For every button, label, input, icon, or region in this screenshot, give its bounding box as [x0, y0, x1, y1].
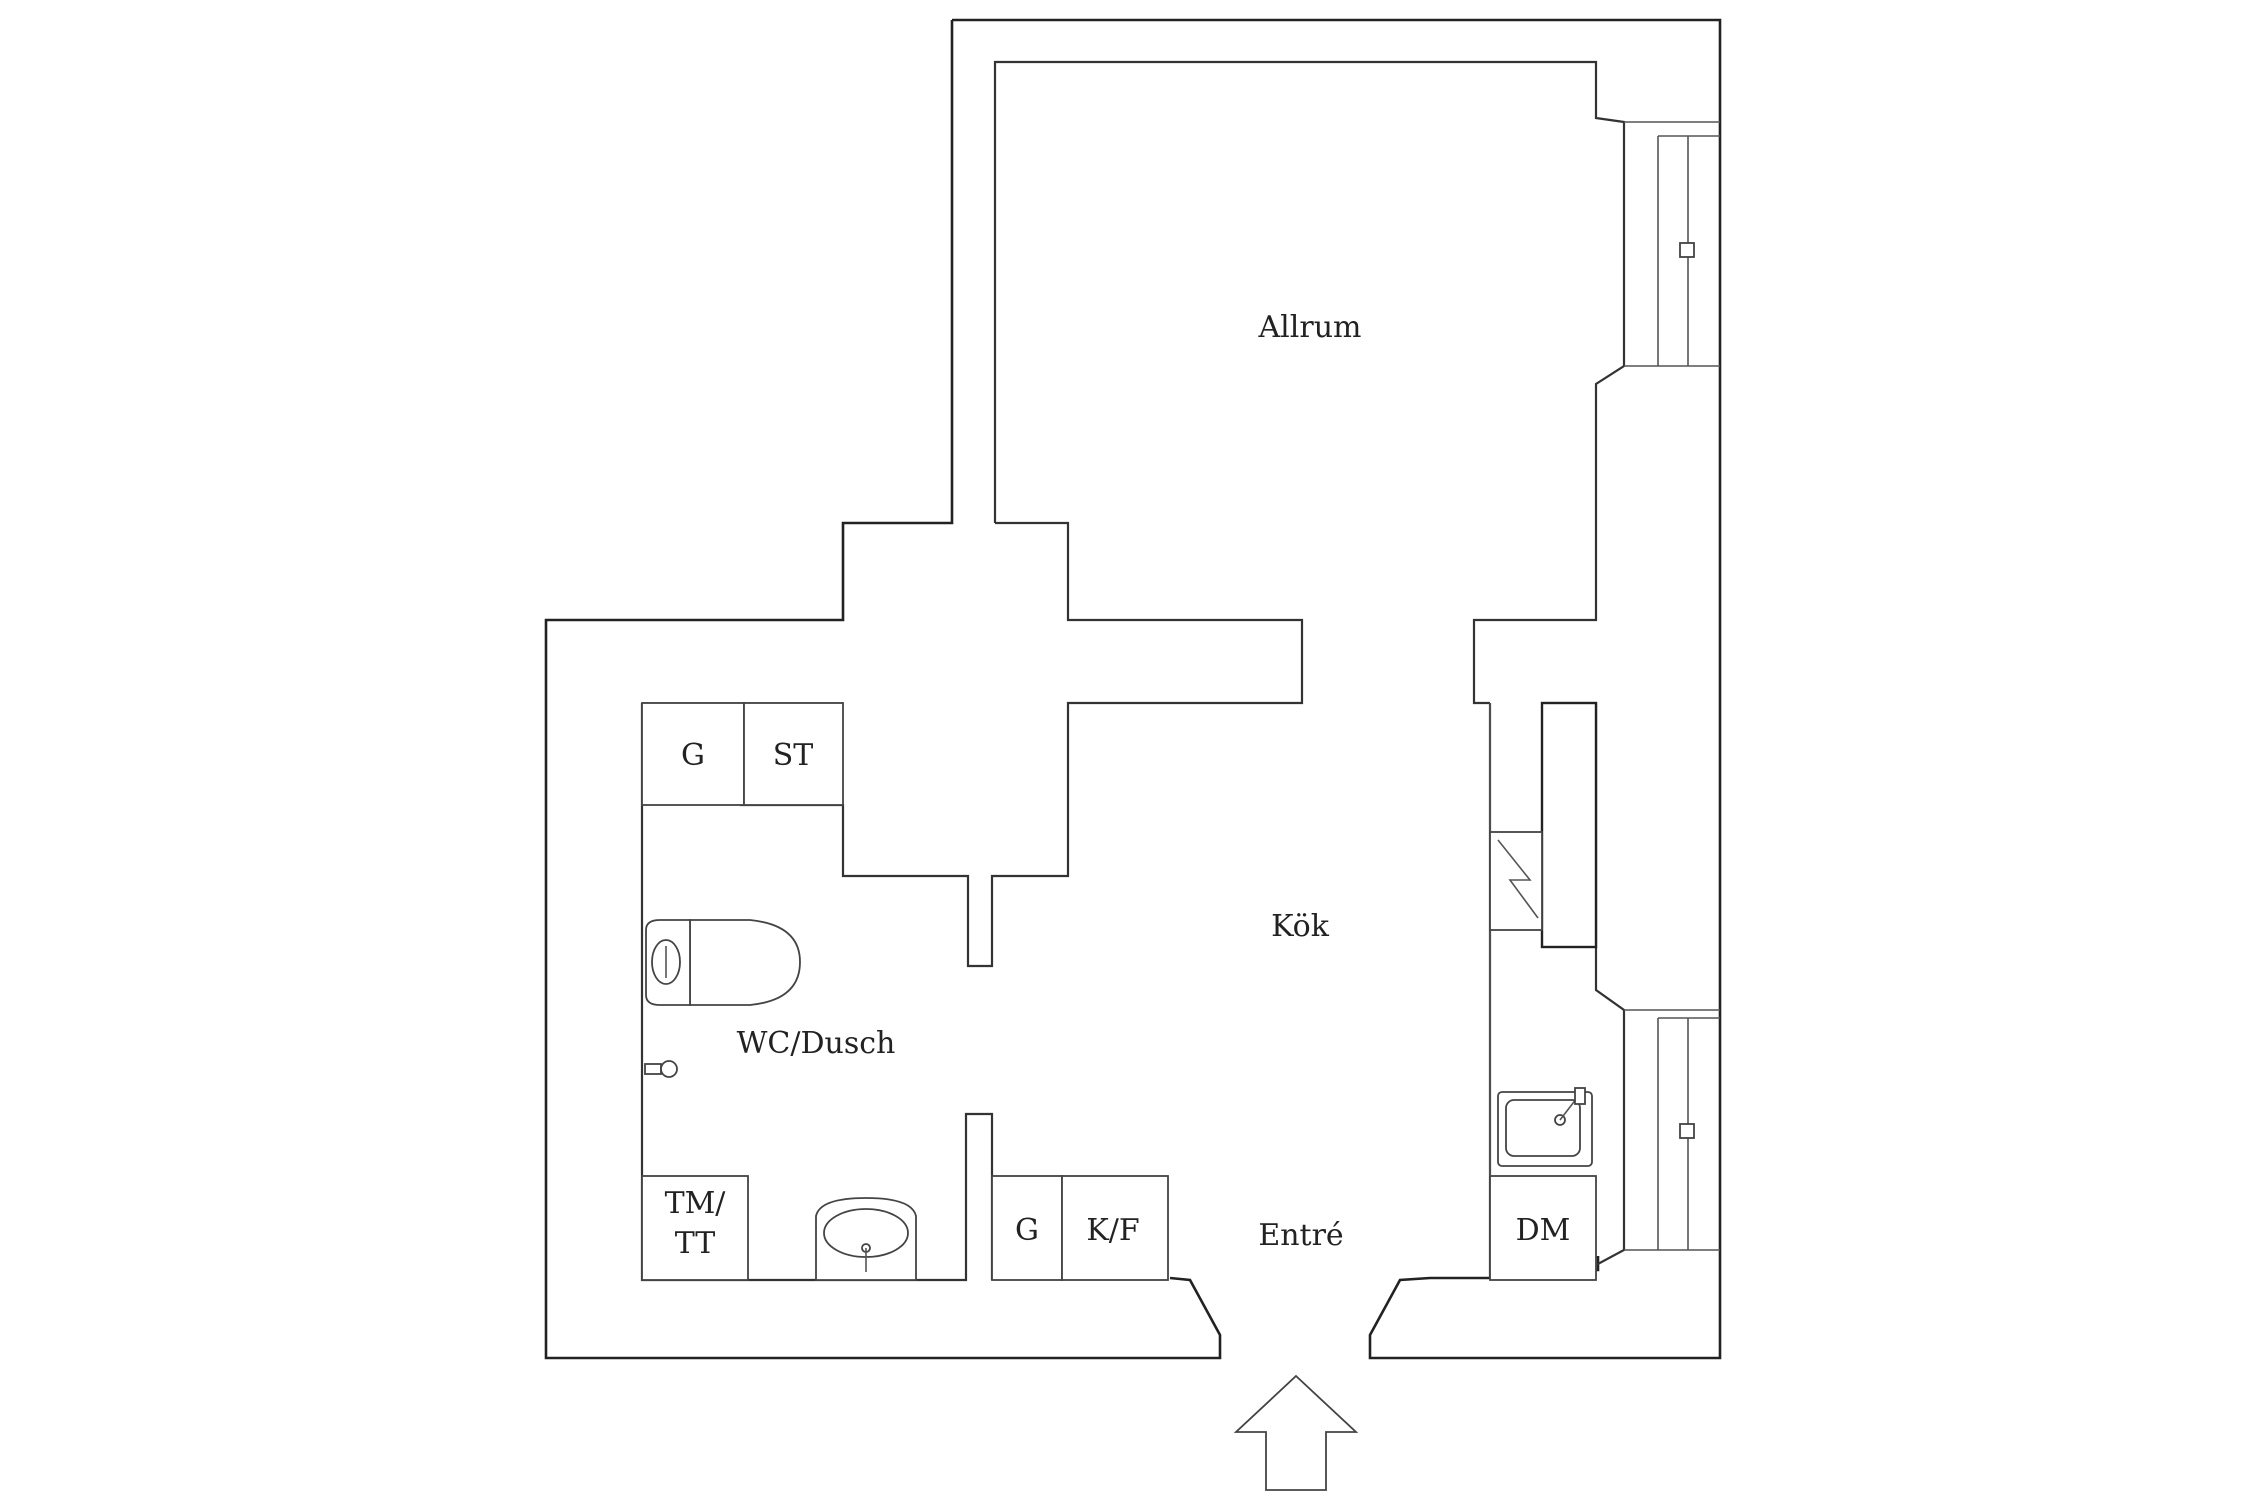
- label-storage-tm: TM/: [665, 1186, 727, 1221]
- storage-kf: [1061, 1175, 1169, 1281]
- outer-wall-line: [952, 18, 1722, 1360]
- label-kok: Kök: [1271, 909, 1330, 944]
- entrance-arrow-icon: [1233, 1374, 1359, 1491]
- hood-cabinet: [1540, 701, 1598, 949]
- toilet-icon: [645, 919, 801, 1006]
- stove-mark: [1497, 839, 1539, 919]
- stove-hood-icon: [1489, 701, 1598, 1176]
- label-storage-tt: TT: [675, 1226, 716, 1261]
- shower-valve-icon: [644, 1060, 678, 1078]
- kitchen-sink-icon: [1497, 1087, 1593, 1167]
- allrum-inner-wall-left: [740, 521, 1304, 968]
- valve-base: [644, 1063, 662, 1075]
- storage-tm-tt: [641, 1175, 749, 1281]
- allrum-walls: [740, 60, 1626, 968]
- window-bottom: [1624, 1009, 1720, 1251]
- label-storage-kf: K/F: [1086, 1213, 1139, 1248]
- outer-wall-left: [544, 20, 1222, 1360]
- allrum-inner-wall: [993, 60, 1626, 705]
- storage-st: [743, 702, 844, 806]
- label-allrum: Allrum: [1258, 310, 1362, 345]
- sink-bowl: [1505, 1099, 1581, 1157]
- storage-g-bath: [641, 702, 745, 806]
- window-handle: [1679, 242, 1695, 258]
- label-storage-dm: DM: [1516, 1213, 1571, 1248]
- window-handle-2: [1679, 1123, 1695, 1139]
- storage-dm: [1489, 1175, 1597, 1281]
- toilet-bowl: [689, 919, 801, 1006]
- label-storage-st: ST: [773, 738, 814, 773]
- label-wc-dusch: WC/Dusch: [737, 1026, 896, 1061]
- stove-box: [1489, 831, 1543, 931]
- hall-storage: [991, 1175, 1169, 1281]
- valve-knob: [660, 1060, 678, 1078]
- label-entre: Entré: [1258, 1218, 1343, 1253]
- sink-tap-head: [1574, 1087, 1586, 1105]
- bath-storage: [641, 702, 844, 806]
- label-storage-g-bath: G: [681, 738, 705, 773]
- window-top: [1624, 121, 1720, 367]
- washbasin-icon: [815, 1197, 917, 1281]
- label-storage-g-hall: G: [1015, 1213, 1039, 1248]
- kitchen-right-outer: [1594, 703, 1626, 1266]
